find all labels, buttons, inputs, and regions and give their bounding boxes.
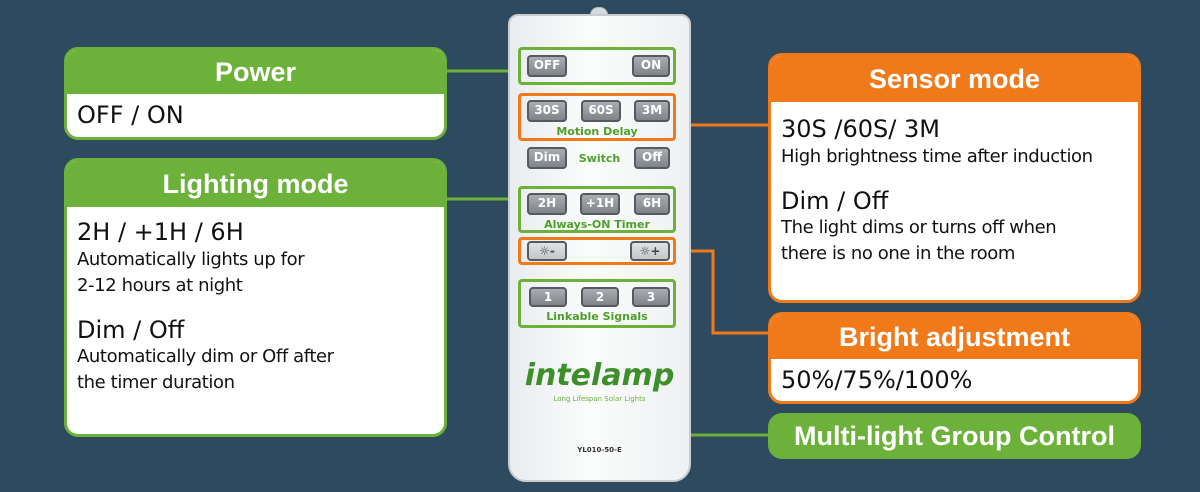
bright-connector (676, 249, 770, 335)
group-title: Multi-light Group Control (768, 413, 1141, 459)
brightness-down-button[interactable]: ☼- (527, 241, 567, 261)
timer-label: Always-ON Timer (544, 218, 650, 231)
sensor-desc2b: there is no one in the room (781, 243, 1015, 265)
lighting-title: Lighting mode (67, 161, 444, 207)
bright-card: Bright adjustment 50%/75%/100% (768, 312, 1141, 404)
lighting-desc1a: Automatically lights up for (77, 248, 305, 270)
brand-logo: intelamp (524, 358, 675, 393)
lighting-desc2a: Automatically dim or Off after (77, 346, 334, 368)
lighting-desc2b: the timer duration (77, 372, 235, 394)
power-button-group (518, 47, 676, 85)
signal-3-button[interactable]: 3 (632, 287, 670, 307)
dim-button[interactable]: Dim (527, 147, 567, 169)
delay-3m-button[interactable]: 3M (634, 100, 670, 122)
power-title: Power (67, 50, 444, 94)
sensor-desc2a: The light dims or turns off when (781, 217, 1057, 239)
signal-1-button[interactable]: 1 (529, 287, 567, 307)
signal-2-button[interactable]: 2 (581, 287, 619, 307)
timer-6h-button[interactable]: 6H (634, 193, 670, 215)
bright-text: 50%/75%/100% (781, 366, 973, 394)
switch-off-button[interactable]: Off (634, 147, 670, 169)
sensor-title: Sensor mode (771, 56, 1138, 102)
sensor-line2: Dim / Off (781, 186, 889, 215)
timer-2h-button[interactable]: 2H (527, 193, 567, 215)
motion-delay-group (518, 93, 676, 141)
sensor-line1: 30S /60S/ 3M (781, 115, 940, 143)
lighting-line1: 2H / +1H / 6H (77, 218, 244, 246)
power-text: OFF / ON (77, 101, 184, 129)
lighting-desc1b: 2-12 hours at night (77, 274, 243, 296)
linkable-signals-label: Linkable Signals (546, 310, 648, 323)
timer-plus1h-button[interactable]: +1H (580, 193, 620, 215)
linkable-signals-group (518, 279, 676, 328)
bright-title: Bright adjustment (771, 315, 1138, 359)
timer-button-group (518, 186, 676, 233)
brand-tagline: Long Lifespan Solar Lights (553, 395, 646, 403)
off-button[interactable]: OFF (527, 55, 567, 77)
lighting-card: Lighting mode 2H / +1H / 6H Automaticall… (64, 158, 447, 437)
delay-30s-button[interactable]: 30S (527, 100, 567, 122)
sensor-card: Sensor mode 30S /60S/ 3M High brightness… (768, 53, 1141, 303)
on-button[interactable]: ON (632, 55, 670, 77)
brightness-button-group (518, 237, 676, 265)
motion-delay-label: Motion Delay (556, 125, 638, 138)
power-card: Power OFF / ON (64, 47, 447, 140)
delay-60s-button[interactable]: 60S (581, 100, 621, 122)
model-number: YL010-50-E (577, 446, 622, 454)
switch-label: Switch (578, 152, 621, 165)
lighting-line2: Dim / Off (77, 315, 185, 344)
brightness-up-button[interactable]: ☼+ (630, 241, 670, 261)
sensor-desc1: High brightness time after induction (781, 145, 1093, 167)
